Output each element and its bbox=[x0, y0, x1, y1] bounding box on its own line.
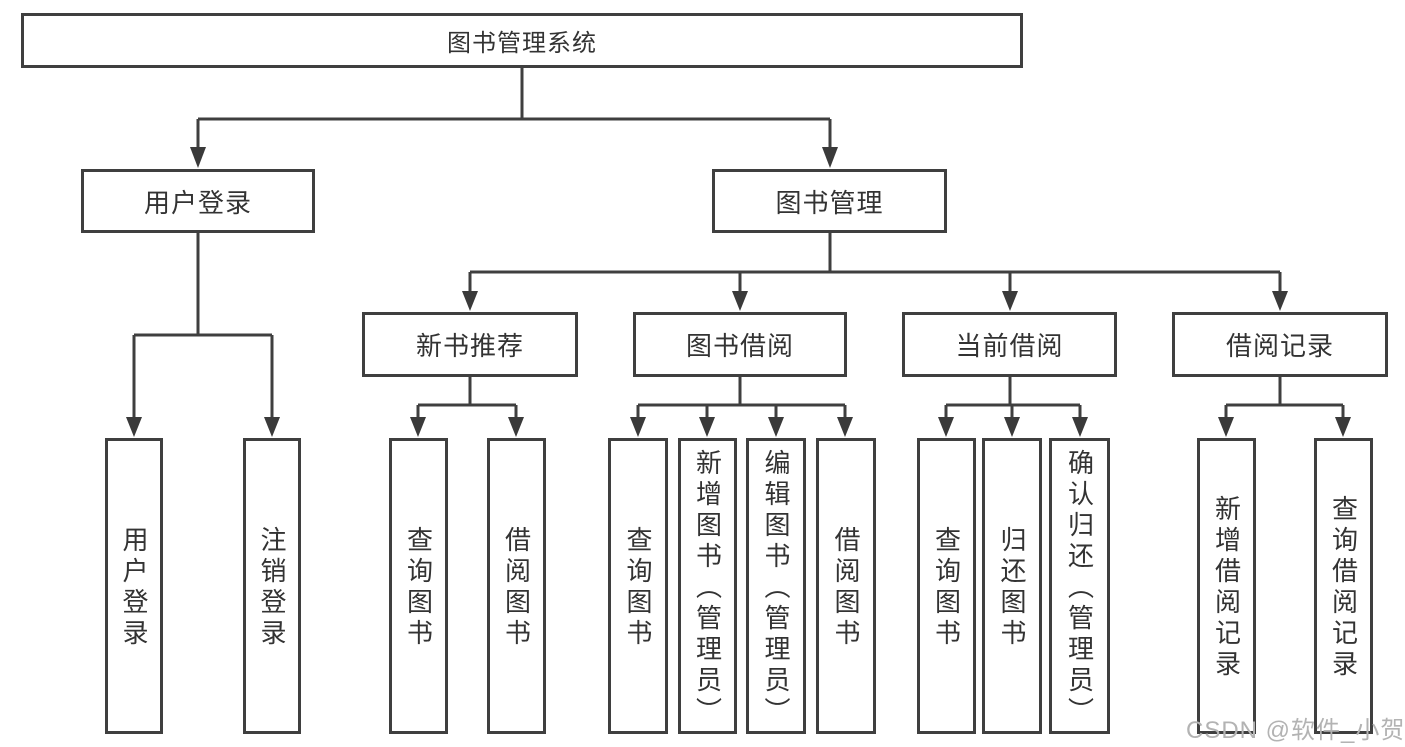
csdn-watermark: CSDN @软件_小贺同学 bbox=[1186, 717, 1405, 744]
node-current-borrow: 当前借阅 bbox=[902, 312, 1117, 377]
node-borrow-records: 借阅记录 bbox=[1172, 312, 1388, 377]
node-root: 图书管理系统 bbox=[21, 13, 1023, 68]
node-leaf-add-borrow-record: 新增借阅记录 bbox=[1197, 438, 1256, 734]
node-leaf-query-books-2: 查询图书 bbox=[608, 438, 668, 734]
node-book-borrow: 图书借阅 bbox=[633, 312, 847, 377]
node-leaf-borrow-books-1: 借阅图书 bbox=[487, 438, 546, 734]
node-leaf-edit-books-admin: 编辑图书（管理员） bbox=[746, 438, 806, 734]
node-leaf-user-login: 用户登录 bbox=[105, 438, 163, 734]
node-leaf-logout: 注销登录 bbox=[243, 438, 301, 734]
node-leaf-add-books-admin: 新增图书（管理员） bbox=[678, 438, 737, 734]
node-book-management: 图书管理 bbox=[712, 169, 947, 233]
node-leaf-confirm-return-admin: 确认归还（管理员） bbox=[1049, 438, 1110, 734]
connector-segments bbox=[132, 68, 1345, 420]
node-leaf-query-books-1: 查询图书 bbox=[389, 438, 448, 734]
node-user-login: 用户登录 bbox=[81, 169, 315, 233]
node-new-book-recommend: 新书推荐 bbox=[362, 312, 578, 377]
node-leaf-borrow-books-2: 借阅图书 bbox=[816, 438, 876, 734]
node-leaf-return-books: 归还图书 bbox=[982, 438, 1042, 734]
node-leaf-query-books-3: 查询图书 bbox=[917, 438, 976, 734]
arrowheads bbox=[126, 147, 1351, 437]
node-leaf-query-borrow-record: 查询借阅记录 bbox=[1314, 438, 1373, 734]
